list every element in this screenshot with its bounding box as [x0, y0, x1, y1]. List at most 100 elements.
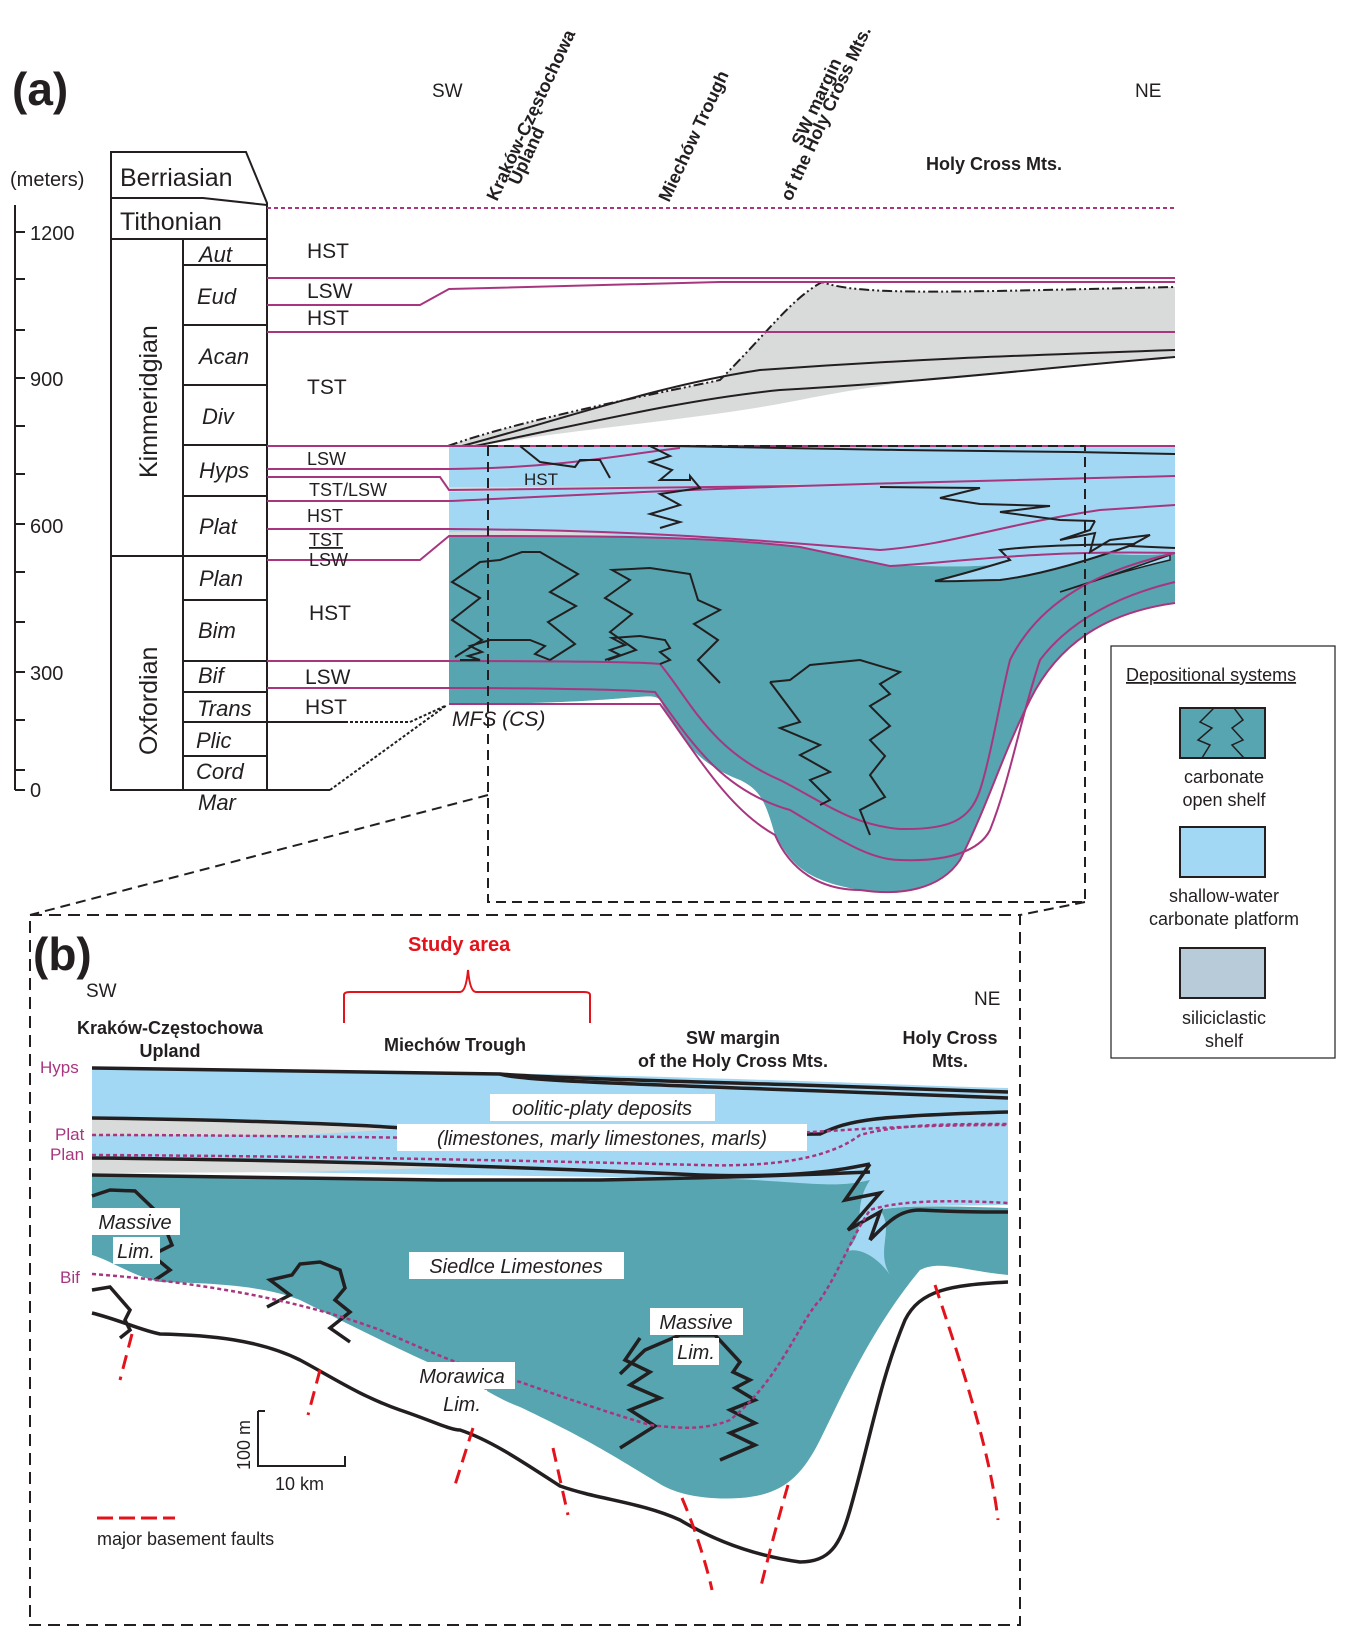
region-b-hc-2: Mts.	[932, 1051, 968, 1071]
siedlce-bg	[409, 1252, 624, 1279]
morawica-b-bg	[438, 1390, 487, 1417]
region-b-sw-1: SW margin	[686, 1028, 780, 1048]
unit-massive-1b: Lim.	[117, 1241, 155, 1263]
b-label-hyps: Hyps	[40, 1058, 79, 1077]
scale-vertical: 100 m	[234, 1420, 254, 1470]
stage-tithonian: Tithonian	[120, 208, 222, 236]
region-b-hc-1: Holy Cross	[902, 1028, 997, 1048]
unit-oolitic-1: oolitic-platy deposits	[512, 1098, 692, 1120]
legend-zigzag-icon	[1196, 707, 1215, 759]
fault-legend-label: major basement faults	[97, 1529, 274, 1549]
mar-dotted	[329, 704, 448, 791]
b-boundaries	[91, 1066, 1009, 1564]
region-label-holy-cross: Holy Cross Mts.	[926, 154, 1062, 174]
panel-b-sw: SW	[86, 981, 117, 1002]
facies-zigzags	[450, 445, 1176, 836]
svg-text:Kraków-Częstochowa: Kraków-Częstochowa	[482, 26, 579, 204]
region-b-mt: Miechów Trough	[384, 1035, 526, 1055]
zone-hyps: Hyps	[199, 458, 249, 483]
study-area-brace	[343, 969, 591, 1023]
tick-900: 900	[30, 369, 63, 391]
zone-cord: Cord	[196, 759, 244, 784]
massive-2b-bg	[673, 1338, 719, 1365]
svg-text:of the Holy Cross Mts.: of the Holy Cross Mts.	[776, 23, 874, 204]
b-open-shelf	[92, 1165, 1008, 1499]
stage-oxfordian: Oxfordian	[135, 647, 163, 755]
zone-aut: Aut	[197, 242, 233, 267]
legend-platform-2: carbonate platform	[1149, 909, 1299, 929]
tick-600: 600	[30, 516, 63, 538]
zone-plan: Plan	[199, 566, 243, 591]
st-plat-hst: HST	[307, 506, 343, 526]
st-plat-tst: TST	[309, 530, 343, 550]
stage-kimmeridgian: Kimmeridgian	[135, 325, 163, 478]
unit-massive-2a: Massive	[659, 1312, 732, 1334]
legend-open-shelf-2: open shelf	[1182, 790, 1266, 810]
region-b-kc-2: Upland	[140, 1041, 201, 1061]
legend-swatch-open-shelf	[1179, 707, 1266, 759]
zone-trans: Trans	[197, 696, 252, 721]
zone-plat: Plat	[199, 514, 238, 539]
strat-column	[110, 151, 345, 791]
panel-b-frame	[29, 914, 1021, 1626]
b-platform	[92, 1068, 1008, 1275]
zone-acan: Acan	[197, 344, 249, 369]
zone-mar: Mar	[198, 790, 238, 815]
massive-2-bg	[650, 1308, 743, 1335]
tick-0: 0	[30, 780, 41, 802]
legend-open-shelf-1: carbonate	[1184, 767, 1264, 787]
legend-zigzag-icon-2	[1230, 707, 1245, 759]
unit-massive-1a: Massive	[98, 1212, 171, 1234]
siliciclastic-inner-line-2	[474, 356, 1176, 447]
st-hyps-lsw: LSW	[307, 449, 346, 469]
study-area-label: Study area	[408, 934, 511, 956]
axis-unit: (meters)	[10, 169, 84, 191]
legend-swatch-siliciclastic	[1179, 947, 1266, 999]
region-b-sw-2: of the Holy Cross Mts.	[638, 1051, 828, 1071]
stage-berriasian: Berriasian	[120, 164, 233, 192]
systems-tracts: HST LSW HST TST LSW TST/LSW HST TST LSW …	[305, 240, 387, 719]
legend-siliciclastic-1: siliciclastic	[1182, 1008, 1266, 1028]
ammonite-zones: Aut Eud Acan Div Hyps Plat Plan Bim Bif …	[196, 242, 252, 815]
massive-1b-bg	[113, 1237, 160, 1264]
b-siliciclastic-1	[92, 1118, 420, 1135]
legend-swatch-platform	[1179, 826, 1266, 878]
legend-siliciclastic-2: shelf	[1205, 1031, 1244, 1051]
st-tst-lsw: TST/LSW	[309, 480, 387, 500]
st-trans-hst: HST	[305, 696, 347, 719]
legend: Depositional systems carbonate open shel…	[1110, 645, 1336, 1059]
b-label-bif: Bif	[60, 1268, 80, 1287]
tick-1200: 1200	[30, 223, 75, 245]
siliciclastic-wedge	[448, 282, 1175, 446]
depth-axis	[14, 205, 25, 791]
unit-oolitic-2: (limestones, marly limestones, marls)	[437, 1128, 767, 1150]
zone-div: Div	[202, 404, 236, 429]
st-aut: HST	[307, 240, 349, 263]
st-eud-lsw: LSW	[307, 280, 353, 303]
siliciclastic-inner-line-1	[461, 349, 1176, 447]
st-bif-lsw: LSW	[305, 666, 351, 689]
zone-plic: Plic	[196, 728, 231, 753]
zone-bif: Bif	[198, 663, 227, 688]
unit-siedlce: Siedlce Limestones	[429, 1256, 602, 1278]
panel-a-sw: SW	[432, 81, 463, 102]
st-plan-lsw: LSW	[309, 550, 348, 570]
b-siliciclastic-2	[92, 1158, 500, 1173]
panel-a-ne: NE	[1135, 81, 1161, 102]
mfs-label: MFS (CS)	[452, 708, 545, 731]
st-tst: TST	[307, 376, 347, 399]
region-label-krakow: Kraków-Częstochowa Upland	[482, 26, 579, 204]
region-b-kc-1: Kraków-Częstochowa	[77, 1018, 264, 1038]
unit-morawica-b: Lim.	[443, 1394, 481, 1416]
siliciclastic-top-line	[447, 280, 1176, 447]
legend-title: Depositional systems	[1126, 665, 1296, 685]
oolitic-label-bg	[490, 1094, 715, 1121]
panel-a-label: (a)	[12, 63, 68, 115]
zone-bim: Bim	[198, 618, 236, 643]
region-label-miechow: Miechów Trough	[654, 68, 732, 205]
platform-tongue-2	[1059, 553, 1171, 593]
panel-b-label: (b)	[33, 928, 92, 980]
unit-morawica-a: Morawica	[419, 1366, 505, 1388]
unit-massive-2b: Lim.	[677, 1342, 715, 1364]
